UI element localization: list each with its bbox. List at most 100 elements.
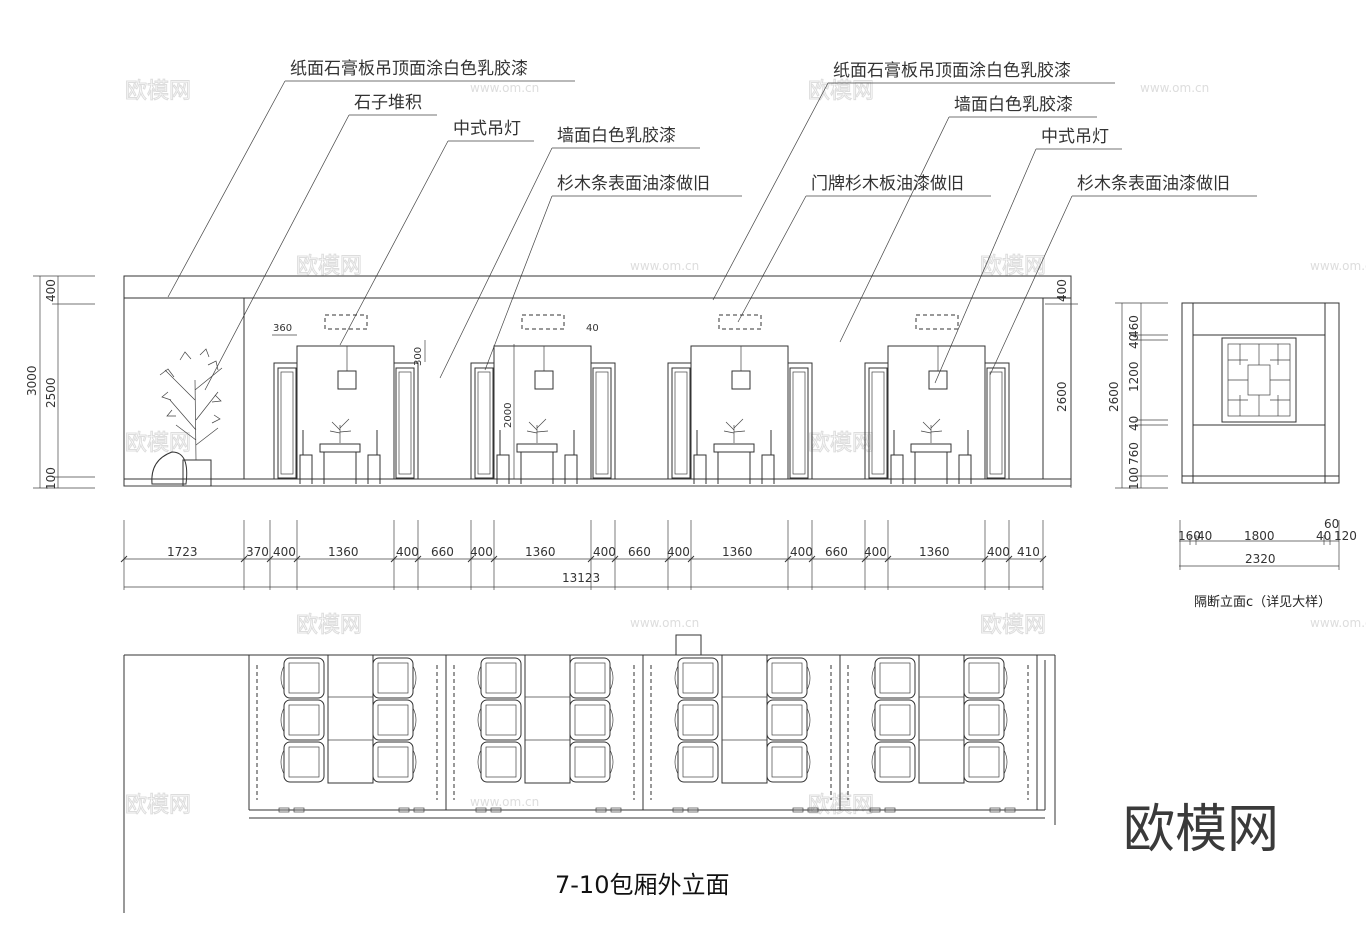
label-fir-right: 杉木条表面油漆做旧 bbox=[1077, 174, 1230, 194]
dim-2500: 2500 bbox=[44, 377, 58, 408]
partition-dim: 40 bbox=[1127, 334, 1141, 349]
label-lamp-right: 中式吊灯 bbox=[1041, 127, 1109, 147]
watermark-text: 欧模网 bbox=[808, 793, 874, 818]
plan-chair bbox=[480, 699, 522, 741]
watermark-url: www.om.cn bbox=[1310, 259, 1366, 273]
potted-plant bbox=[151, 348, 223, 487]
dim-seg: 400 bbox=[273, 545, 296, 559]
watermark-text: 欧模网 bbox=[125, 431, 191, 456]
plan-booth bbox=[445, 654, 644, 813]
plan-chair bbox=[677, 699, 719, 741]
label-gravel: 石子堆积 bbox=[354, 93, 422, 113]
label-fir-left: 杉木条表面油漆做旧 bbox=[557, 174, 710, 194]
watermark-url: www.om.cn bbox=[470, 795, 539, 809]
main-elevation: 360 300 40 2000 bbox=[123, 275, 1072, 487]
dim-tick-slash bbox=[884, 555, 892, 563]
dim-seg: 1360 bbox=[919, 545, 950, 559]
partition-caption: 隔断立面c（详见大样） bbox=[1194, 595, 1331, 610]
plan-chair bbox=[569, 741, 611, 783]
drawing-title: 7-10包厢外立面 bbox=[555, 871, 729, 899]
partition-dim: 460 bbox=[1127, 315, 1141, 338]
plan-chair bbox=[874, 741, 916, 783]
partition-bottom-dim: 40 bbox=[1316, 529, 1331, 543]
dim-tick-slash bbox=[861, 555, 869, 563]
dim-tick-slash bbox=[467, 555, 475, 563]
dim-360: 360 bbox=[273, 323, 292, 334]
dim-seg: 410 bbox=[1017, 545, 1040, 559]
partition-dim: 40 bbox=[1127, 416, 1141, 431]
plan-chair bbox=[874, 657, 916, 699]
watermark-logo: 欧模网 bbox=[1123, 800, 1279, 860]
plan-chair bbox=[963, 699, 1005, 741]
watermark-text: 欧模网 bbox=[296, 613, 362, 638]
dim-tick-slash bbox=[687, 555, 695, 563]
partition-elevation: 2600 460 40 1200 40 760 100 160 40 1800 … bbox=[1107, 302, 1357, 610]
partition-bottom-dim: 60 bbox=[1324, 517, 1339, 531]
dim-tick-slash bbox=[784, 555, 792, 563]
right-vertical-dims: 400 2600 bbox=[1045, 276, 1078, 488]
plan-table bbox=[918, 654, 965, 784]
dim-2000: 2000 bbox=[503, 403, 514, 428]
dim-seg: 400 bbox=[790, 545, 813, 559]
partition-bottom-dim: 40 bbox=[1197, 529, 1212, 543]
dim-seg: 400 bbox=[987, 545, 1010, 559]
dim-seg: 660 bbox=[628, 545, 651, 559]
dim-total: 13123 bbox=[562, 571, 600, 585]
dim-tick-slash bbox=[1039, 555, 1047, 563]
booth-unit bbox=[667, 314, 813, 484]
dim-tick-slash bbox=[240, 555, 248, 563]
dim-100: 100 bbox=[44, 467, 58, 490]
plan-chair bbox=[766, 741, 808, 783]
plan-chair bbox=[372, 699, 414, 741]
plan-chair bbox=[766, 657, 808, 699]
dim-seg: 1723 bbox=[167, 545, 198, 559]
plan-chair bbox=[480, 741, 522, 783]
plan-chair bbox=[283, 699, 325, 741]
dim-tick-slash bbox=[611, 555, 619, 563]
partition-bottom-dim: 120 bbox=[1334, 529, 1357, 543]
watermark-text: 欧模网 bbox=[125, 793, 191, 818]
plan-table bbox=[721, 654, 768, 784]
dim-tick-slash bbox=[490, 555, 498, 563]
plan-chair bbox=[569, 657, 611, 699]
dim-seg: 400 bbox=[864, 545, 887, 559]
dim-seg: 660 bbox=[825, 545, 848, 559]
plan-chair bbox=[677, 741, 719, 783]
dim-seg: 660 bbox=[431, 545, 454, 559]
watermark-url: www.om.cn bbox=[1310, 616, 1366, 630]
partition-bottom-total: 2320 bbox=[1245, 552, 1276, 566]
dim-seg: 400 bbox=[667, 545, 690, 559]
label-ceiling-left: 纸面石膏板吊顶面涂白色乳胶漆 bbox=[290, 58, 528, 79]
plan-chair bbox=[963, 741, 1005, 783]
dim-tick-slash bbox=[808, 555, 816, 563]
watermark-text: 欧模网 bbox=[808, 431, 874, 456]
plan-booth bbox=[248, 654, 447, 813]
dim-tick-slash bbox=[1005, 555, 1013, 563]
dim-300: 300 bbox=[413, 347, 424, 366]
dim-tick-slash bbox=[293, 555, 301, 563]
watermark-text: 欧模网 bbox=[125, 79, 191, 104]
plan-chair bbox=[874, 699, 916, 741]
plan-chair bbox=[480, 657, 522, 699]
plan-chair bbox=[569, 699, 611, 741]
dim-seg: 400 bbox=[593, 545, 616, 559]
dim-right-2600: 2600 bbox=[1055, 381, 1069, 412]
dim-40: 40 bbox=[586, 323, 599, 334]
dim-tick-slash bbox=[664, 555, 672, 563]
watermark-url: www.om.cn bbox=[630, 616, 699, 630]
dim-tick-slash bbox=[414, 555, 422, 563]
dim-tick-slash bbox=[266, 555, 274, 563]
booth-unit bbox=[273, 314, 419, 484]
dim-right-400: 400 bbox=[1055, 279, 1069, 302]
partition-bottom-dim: 1800 bbox=[1244, 529, 1275, 543]
plan-chair bbox=[372, 741, 414, 783]
watermark-text: 欧模网 bbox=[296, 254, 362, 279]
dim-tick-slash bbox=[981, 555, 989, 563]
watermark-url: www.om.cn bbox=[630, 259, 699, 273]
plan-chair bbox=[766, 699, 808, 741]
plan-table bbox=[327, 654, 374, 784]
plan-chair bbox=[963, 657, 1005, 699]
plan-booth bbox=[839, 654, 1038, 813]
partition-dim: 760 bbox=[1127, 442, 1141, 465]
